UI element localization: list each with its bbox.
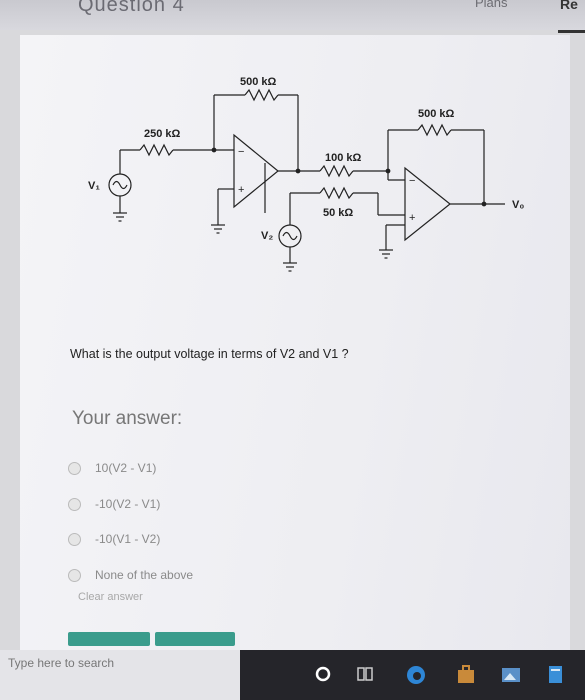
option-label: -10(V2 - V1): [95, 497, 161, 511]
answer-option[interactable]: 10(V2 - V1): [68, 458, 156, 478]
cortana-icon[interactable]: [313, 664, 333, 684]
question-title: Question 4: [78, 0, 185, 16]
source-v1-label: V₁: [88, 180, 100, 192]
r-feedback-1-label: 500 kΩ: [240, 76, 277, 88]
plans-link[interactable]: Plans: [475, 0, 508, 10]
option-label: 10(V2 - V1): [95, 461, 157, 475]
radio-button[interactable]: [68, 532, 81, 546]
answer-option[interactable]: -10(V2 - V1): [68, 494, 160, 514]
circuit-diagram: 500 kΩ 250 kΩ 100 kΩ 50 kΩ 500 kΩ V₁ V₂ …: [88, 76, 524, 272]
photos-icon[interactable]: [500, 664, 522, 686]
r-ground-2-label: 50 kΩ: [323, 207, 353, 219]
search-placeholder: Type here to search: [8, 656, 115, 670]
next-button[interactable]: [155, 632, 235, 646]
task-view-icon[interactable]: [355, 664, 375, 684]
file-icon[interactable]: [545, 664, 567, 686]
r-feedback-2-label: 500 kΩ: [418, 108, 455, 120]
opamp1-plus: +: [238, 184, 244, 196]
r-series-2-label: 100 kΩ: [325, 152, 362, 164]
option-label: -10(V1 - V2): [95, 532, 161, 546]
store-icon[interactable]: [455, 664, 477, 686]
opamp2-plus: +: [409, 212, 415, 224]
answer-heading: Your answer:: [72, 408, 183, 429]
edge-icon[interactable]: [405, 664, 427, 686]
taskbar: Type here to search: [0, 650, 585, 700]
radio-button[interactable]: [68, 461, 81, 475]
taskbar-search[interactable]: Type here to search: [0, 650, 240, 700]
answer-option[interactable]: None of the above: [68, 565, 193, 585]
question-card: 500 kΩ 250 kΩ 100 kΩ 50 kΩ 500 kΩ V₁ V₂ …: [20, 35, 570, 650]
opamp2-minus: −: [409, 175, 415, 187]
answer-option[interactable]: -10(V1 - V2): [68, 529, 160, 549]
clear-answer-link[interactable]: Clear answer: [78, 591, 143, 603]
output-vo-label: V₀: [512, 199, 524, 211]
back-button[interactable]: [68, 632, 150, 646]
source-v2-label: V₂: [261, 230, 273, 242]
top-bar: Question 4 Plans Re: [0, 0, 585, 33]
r-input-1-label: 250 kΩ: [144, 128, 181, 140]
radio-button[interactable]: [68, 497, 81, 511]
option-label: None of the above: [95, 568, 194, 582]
question-text: What is the output voltage in terms of V…: [70, 347, 349, 361]
radio-button[interactable]: [68, 568, 81, 582]
opamp1-minus: −: [238, 146, 244, 158]
right-nav-link[interactable]: Re: [560, 0, 578, 12]
active-tab-underline: [558, 30, 585, 33]
